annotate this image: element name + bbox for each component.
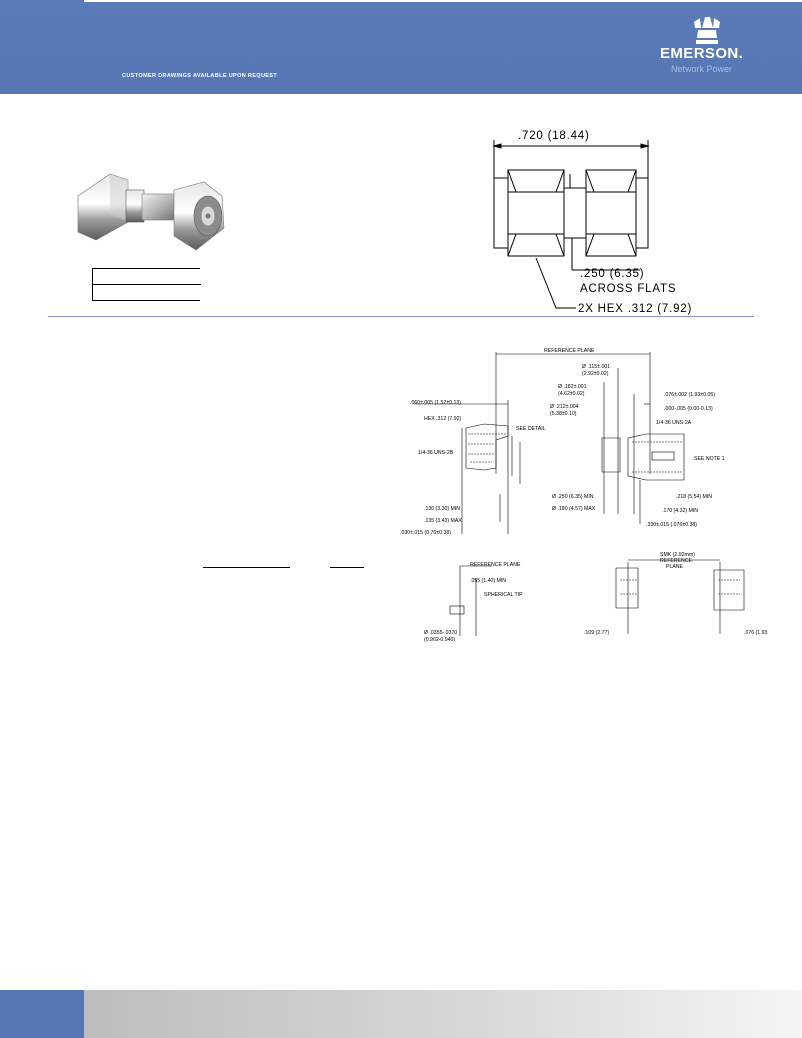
- dim-076-label: .076±.002 (1.93±0.05): [664, 392, 715, 398]
- dim-030-label: .030±.015 (0.76±0.38): [400, 530, 451, 536]
- dia-182-metric: (4.62±0.02): [558, 391, 585, 397]
- dia-115-metric: (2.92±0.02): [582, 371, 609, 377]
- adapter-photo-icon: [77, 173, 225, 251]
- brand-subtitle: Network Power: [671, 64, 733, 74]
- blank-underline-2: [330, 567, 364, 568]
- see-detail-label: SEE DETAIL: [516, 426, 546, 432]
- dia-212-label: Ø .212±.004: [550, 404, 579, 410]
- spec-table: [92, 268, 201, 301]
- dim-130-label: .130 (3.30) MIN: [424, 506, 460, 512]
- dim-000-label: .000-.005 (0.00-0.13): [664, 406, 713, 412]
- mate-plane-label: PLANE: [666, 564, 684, 570]
- footer-bar: [84, 990, 802, 1038]
- dim-218-label: .218 (5.54) MIN: [676, 494, 712, 500]
- overall-length-dim: .720 (18.44): [518, 130, 590, 142]
- brand-name: EMERSON.: [660, 45, 744, 62]
- section-divider: [48, 316, 754, 317]
- header-banner: CUSTOMER DRAWINGS AVAILABLE UPON REQUEST…: [0, 0, 802, 94]
- outline-drawing: .720 (18.44) .250 (6.35) ACROSS FLATS 2X…: [492, 130, 692, 315]
- dim-109-label: .109 (2.77): [584, 630, 609, 636]
- dim-330-label: .330±.015 (.076±0.38): [646, 522, 697, 528]
- hex-dim: 2X HEX .312 (7.92): [578, 303, 692, 315]
- dia-182-label: Ø .182±.001: [558, 384, 587, 390]
- dim-170-label: .170 (4.32) MIN: [662, 508, 698, 514]
- dia-250-label: Ø .250 (6.35) MIN: [552, 494, 594, 500]
- ref-plane-label: REFERENCE PLANE: [544, 348, 595, 354]
- dia-115-label: Ø .115±.001: [582, 364, 610, 370]
- dia-180-label: Ø .180 (4.57) MAX: [552, 506, 596, 512]
- thread-2a-label: 1/4-36 UNS-2A: [656, 420, 692, 426]
- hex-label: HEX .312 (7.92): [424, 416, 461, 422]
- dia-212-metric: (5.38±0.10): [550, 411, 577, 417]
- detail-ref-plane: REFERENCE PLANE: [470, 562, 521, 568]
- spherical-tip-label: SPHERICAL TIP: [484, 592, 523, 598]
- customer-drawings-note: CUSTOMER DRAWINGS AVAILABLE UPON REQUEST: [122, 73, 278, 79]
- blank-underline-1: [203, 567, 290, 568]
- spec-table-divider: [93, 284, 201, 285]
- detail-dia-metric: (0.902-0.940): [424, 637, 455, 643]
- thread-2b-label: 1/4-36 UNS-2B: [418, 450, 454, 456]
- detail-dia-label: Ø .0355-.0370: [424, 630, 457, 636]
- footer-block: [0, 990, 84, 1038]
- dim-135-label: .135 (3.43) MAX: [424, 518, 462, 524]
- smk-size-label: SMK (2.92mm): [660, 552, 695, 558]
- mate-ref-label: REFERENCE: [660, 558, 693, 564]
- detail-dim-055: .055 (1.40) MIN: [470, 578, 506, 584]
- mate-dim-076-label: .076 (1.93: [744, 630, 767, 636]
- emerson-logo-icon: [694, 17, 720, 44]
- across-flats-label: ACROSS FLATS: [580, 283, 676, 295]
- see-note-label: SEE NOTE 1: [694, 456, 725, 462]
- interface-drawing: REFERENCE PLANE .060±.005 (1.52±0.13) HE…: [400, 348, 767, 643]
- dim-060: .060±.005 (1.52±0.13): [410, 400, 461, 406]
- header-top-line: [84, 0, 802, 2]
- across-flats-dim: .250 (6.35): [580, 268, 644, 280]
